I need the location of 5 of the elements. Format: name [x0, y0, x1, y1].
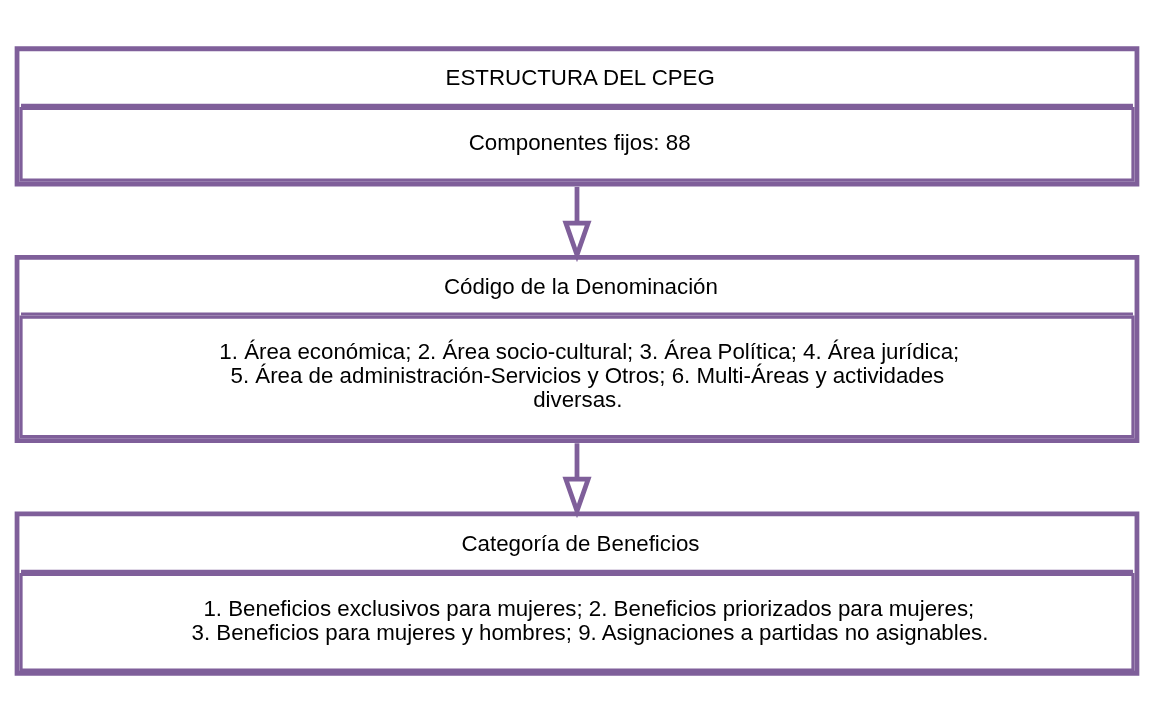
- node-box: Categoría de Beneficios 1. Beneficios exclusivos para mujeres; 2. Beneficios priorizados para mujeres; 3. Beneficios para mujeres y hombres; 9. Asignaciones a partidas no asignables.: [14, 511, 1140, 676]
- node-box: ESTRUCTURA DEL CPEG Componentes fijos: 88: [14, 45, 1140, 187]
- arrow: [562, 186, 592, 262]
- arrow: [562, 442, 592, 518]
- node-box: Código de la Denominación 1. Área económica; 2. Área socio-cultural; 3. Área Política; 4. Área jurídica; 5. Área de administración-Servicios y Otros; 6. Multi-Áreas y actividades diversas.: [14, 254, 1140, 443]
